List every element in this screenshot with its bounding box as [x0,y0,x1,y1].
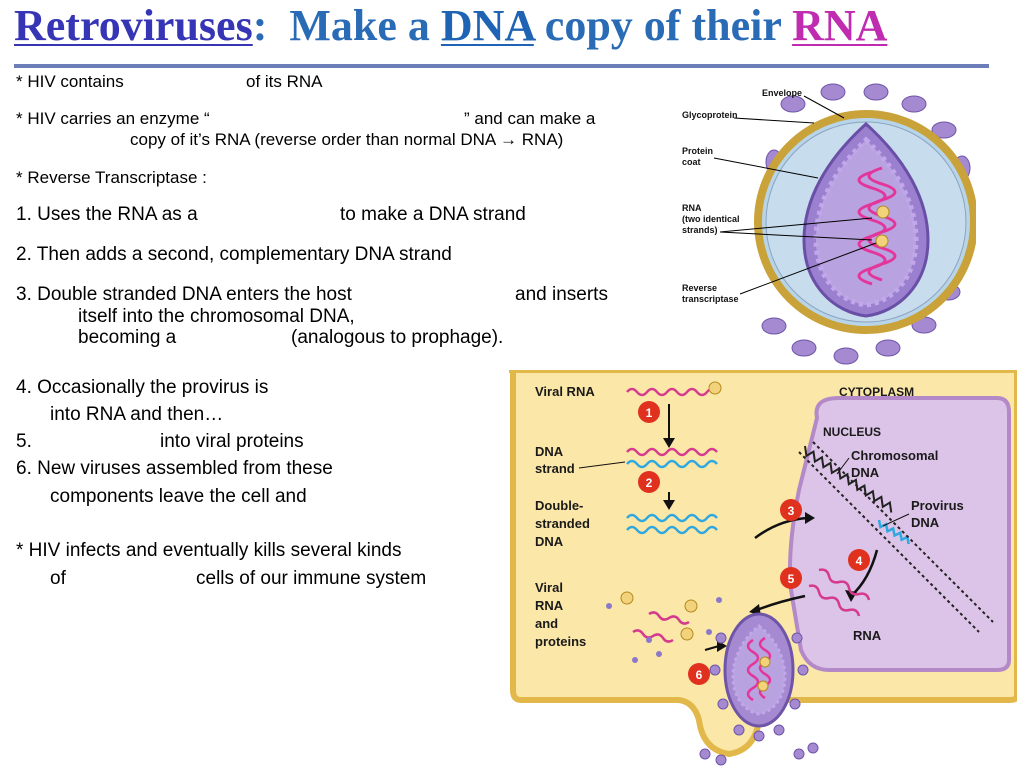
label-rna-2: (two identical [682,214,740,224]
label-dna-strand-1: DNA [535,444,564,459]
label-provirus-2: DNA [911,515,940,530]
step-4-text-cont: into RNA and then… [50,404,224,425]
svg-text:1: 1 [646,406,653,420]
bullet-reverse-transcriptase: * Reverse Transcriptase : [16,168,207,187]
step-marker-3: 3 [780,499,802,521]
label-reverse-2: transcriptase [682,294,739,304]
title-rna: RNA [792,1,888,50]
title-retroviruses: Retroviruses [14,1,253,50]
viral-rna-wave [626,387,718,397]
label-rna-1: RNA [682,203,702,213]
label-double-2: stranded [535,516,590,531]
bullet-immune-of: of [50,568,66,589]
title-make-a: Make a [289,1,430,50]
label-protein-coat-2: coat [682,157,701,167]
bud-spikes [699,632,819,766]
bullet-enzyme: * HIV carries an enzyme “ [16,109,210,128]
svg-text:6: 6 [696,668,703,682]
step-4-text: 4. Occasionally the provirus is [16,377,269,398]
viral-rna-strand-2 [867,166,897,282]
label-nucleus: NUCLEUS [823,425,881,439]
title-divider [14,64,989,68]
page-title: Retroviruses: Make a DNA copy of their R… [14,0,887,51]
label-envelope: Envelope [762,88,802,98]
title-dna: DNA [440,1,534,50]
rna-template-wave [626,447,718,457]
bullet-enzyme-cont: copy of it’s RNA (reverse order than nor… [130,130,564,149]
label-double-1: Double- [535,498,583,513]
budding-virus [723,612,795,728]
label-provirus-1: Provirus [911,498,964,513]
transcribed-rna-1 [818,568,871,601]
step-marker-6: 6 [688,663,710,685]
step-2-text: 2. Then adds a second, complementary DNA… [16,244,452,265]
label-rna: RNA [853,628,882,643]
label-reverse-1: Reverse [682,283,717,293]
step-marker-5: 5 [780,567,802,589]
reverse-transcriptase-1 [876,205,890,219]
reverse-transcriptase-dot [708,381,722,395]
svg-text:2: 2 [646,476,653,490]
step-3-text-prophage: (analogous to prophage). [291,327,504,348]
label-protein-coat-1: Protein [682,146,713,156]
step-3-text-becoming: becoming a [78,327,177,348]
step-1-text: 1. Uses the RNA as a [16,204,198,225]
step-marker-2: 2 [638,471,660,493]
label-cytoplasm: CYTOPLASM [839,385,914,399]
reverse-transcriptase-2 [875,234,889,248]
step-6-text: 6. New viruses assembled from these [16,458,333,479]
transcribed-rna-2 [808,584,861,617]
bullet-immune-end: cells of our immune system [196,568,427,589]
label-viral-rna: Viral RNA [535,384,595,399]
label-chromosomal-1: Chromosomal [851,448,938,463]
label-viral-rna-proteins-3: and [535,616,558,631]
step-5-text: into viral proteins [160,431,304,452]
step-3-text: 3. Double stranded DNA enters the host [16,284,352,305]
label-chromosomal-2: DNA [851,465,880,480]
step-6-text-cont: components leave the cell and [50,486,307,507]
bullet-immune: * HIV infects and eventually kills sever… [16,540,402,561]
step-1-text-end: to make a DNA strand [340,204,526,225]
step-5-number: 5. [16,431,32,452]
svg-text:5: 5 [788,572,795,586]
label-viral-rna-proteins-1: Viral [535,580,563,595]
double-dna-wave-1 [626,513,718,523]
label-double-3: DNA [535,534,564,549]
hiv-life-cycle-diagram: Viral RNA CYTOPLASM NUCLEUS DNA strand C… [509,370,1017,766]
title-colon: : [252,1,268,50]
label-viral-rna-proteins-4: proteins [535,634,586,649]
svg-text:3: 3 [788,504,795,518]
label-rna-3: strands) [682,225,718,235]
hiv-structure-diagram: Envelope Glycoprotein Protein coat RNA (… [682,83,976,365]
label-glycoprotein: Glycoprotein [682,110,738,120]
step-3-text-cont: itself into the chromosomal DNA, [78,306,355,327]
dna-strand-wave [626,459,718,469]
double-dna-wave-2 [626,525,718,535]
svg-text:4: 4 [856,554,863,568]
bullet-hiv-contains: * HIV contains [16,72,124,91]
bullet-enzyme-end: ” and can make a [464,109,596,128]
bullet-hiv-contains-end: of its RNA [246,72,323,91]
step-3-text-end: and inserts [515,284,608,305]
title-copy-of-their: copy of their [544,1,782,50]
step-marker-4: 4 [848,549,870,571]
chromosomal-dna [804,445,893,513]
label-dna-strand-2: strand [535,461,575,476]
label-viral-rna-proteins-2: RNA [535,598,564,613]
step-marker-1: 1 [638,401,660,423]
